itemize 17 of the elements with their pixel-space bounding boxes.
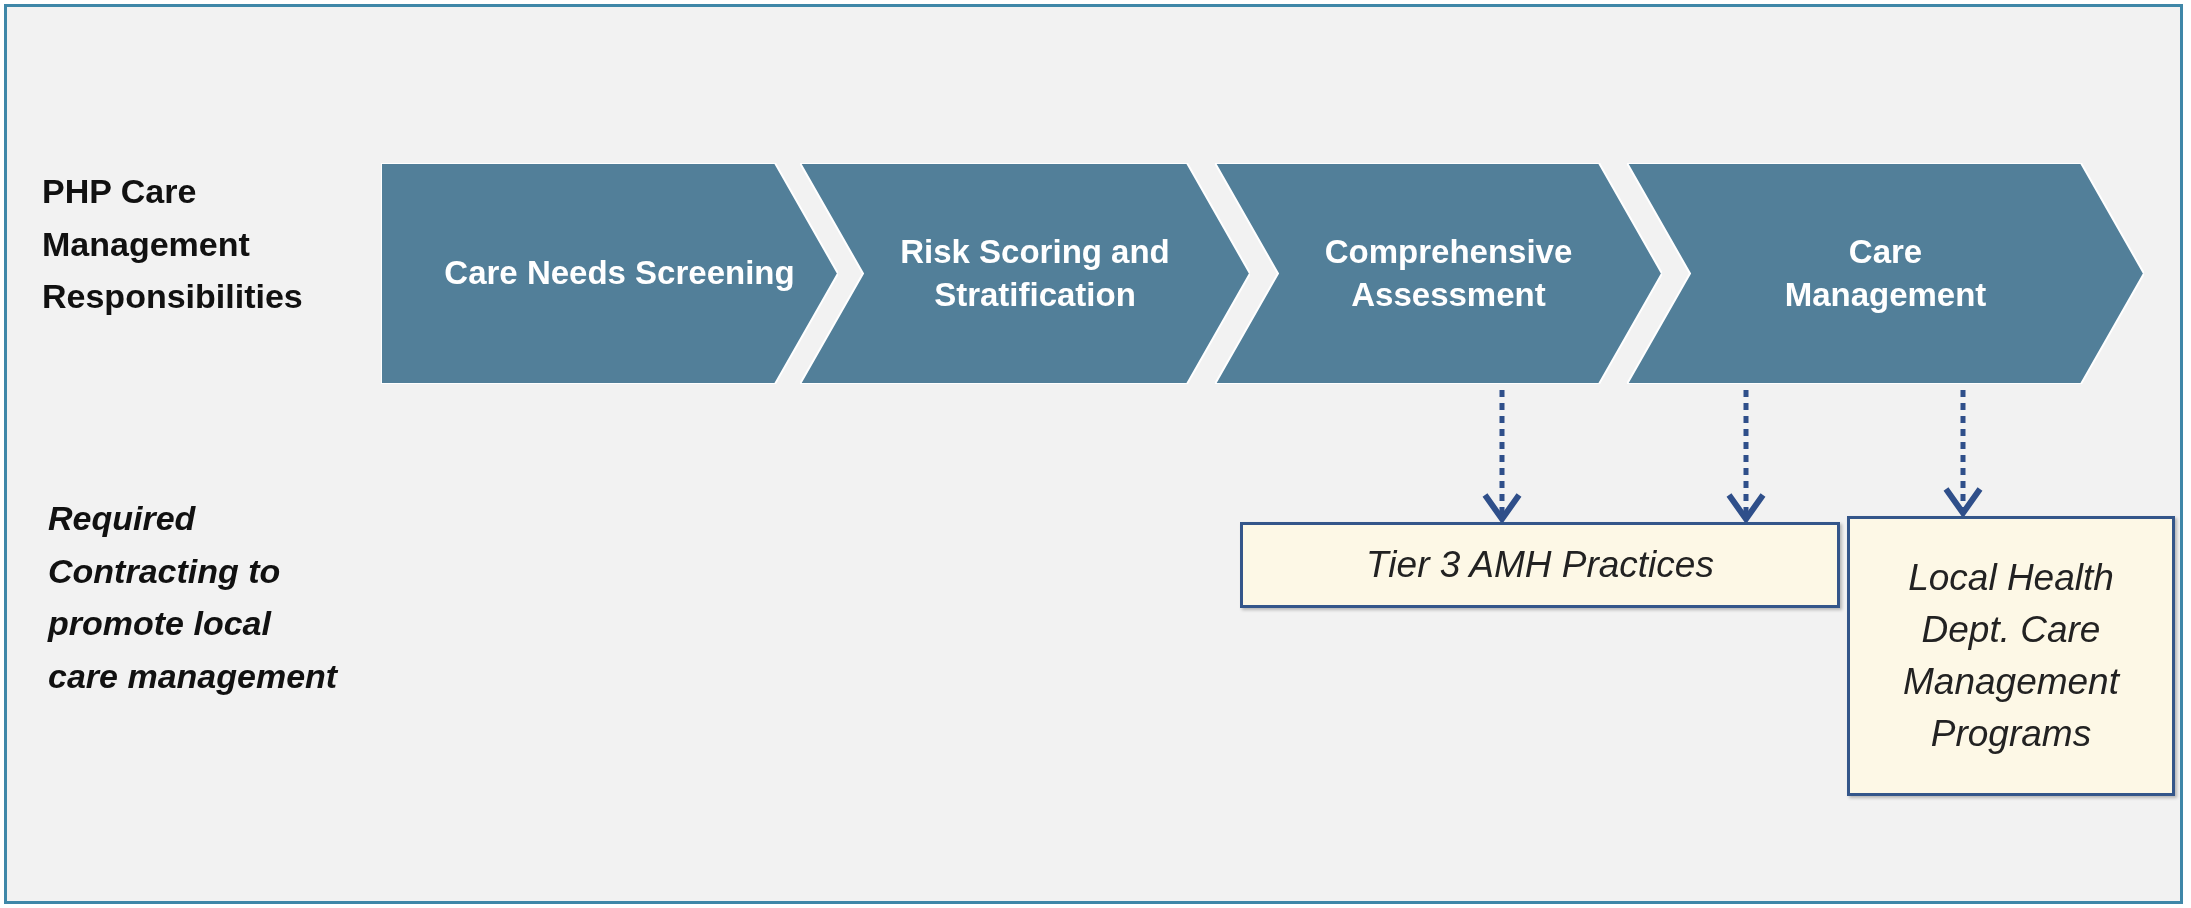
contract-box [1847,516,2175,796]
dashed-arrow [1482,390,1522,522]
row-label: PHP Care Management Responsibilities [42,171,304,318]
step-label: Care Needs Screening [443,253,796,294]
chevron-step [800,163,1250,384]
step-label: Risk Scoring and Stratification [899,231,1171,315]
box-label: Tier 3 AMH Practices [1365,543,1715,588]
dashed-arrow [1726,390,1766,522]
step-label: Care Management [1783,231,1988,315]
contract-box [1240,522,1840,608]
chevron-step [381,163,838,384]
box-label: Local Health Dept. Care Management Programs [1902,556,2122,756]
chevron-step [1215,163,1662,384]
chevron-step [1627,163,2144,384]
step-label: Comprehensive Assessment [1323,231,1574,315]
dashed-arrow [1943,390,1983,516]
row-label: Required Contracting to promote local care management [48,498,339,698]
